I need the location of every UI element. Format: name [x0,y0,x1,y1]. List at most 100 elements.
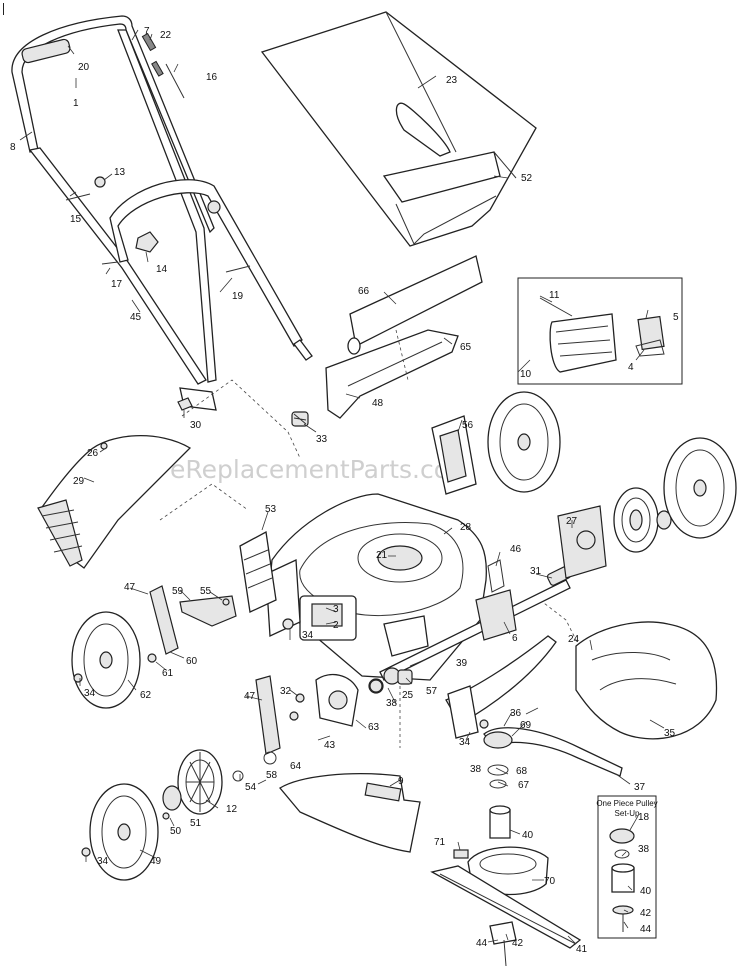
callout-42: 42 [512,938,524,949]
callout-38b: 38 [470,764,482,775]
callout-36: 36 [510,708,522,719]
callout-67: 67 [518,780,530,791]
callout-34-deck: 34 [302,630,314,641]
rear-deflector [325,255,483,419]
belt-and-pulley [483,727,623,839]
drive-axle [368,559,572,694]
callout-69: 69 [520,720,532,731]
handle-hardware [65,32,251,411]
callout-19: 19 [232,291,244,302]
callout-35: 35 [664,728,676,739]
callout-20: 20 [78,62,90,73]
grass-catcher-bag [260,11,537,247]
mower-deck [265,493,488,681]
callout-40: 40 [522,830,534,841]
callout-68: 68 [516,766,528,777]
callout-55: 55 [200,586,212,597]
callout-61: 61 [162,668,174,679]
callout-48: 48 [372,398,384,409]
callout-63: 63 [368,722,380,733]
callout-58: 58 [266,770,278,781]
callout-44-inset: 44 [640,924,652,935]
callout-28: 28 [460,522,472,533]
small-fasteners [147,598,596,820]
pulley-inset-title-line1: One Piece Pulley [596,799,657,808]
callout-46: 46 [510,544,522,555]
callout-3: 3 [333,604,339,615]
callout-47: 47 [124,582,136,593]
callout-24: 24 [568,634,580,645]
callout-29: 29 [73,476,85,487]
callout-10: 10 [520,369,532,380]
callout-7: 7 [144,26,150,37]
callout-49: 49 [150,856,162,867]
callout-34-rear: 34 [97,856,109,867]
callout-40-inset: 40 [640,886,652,897]
callout-59: 59 [172,586,184,597]
callout-51: 51 [190,818,202,829]
callout-17: 17 [111,279,123,290]
callout-52: 52 [521,173,533,184]
callout-39: 39 [456,658,468,669]
callout-22: 22 [160,30,172,41]
callout-64: 64 [290,761,302,772]
callout-12: 12 [226,804,238,815]
callout-62: 62 [140,690,152,701]
right-drive-components [431,391,737,579]
callout-31: 31 [530,566,542,577]
callout-66: 66 [358,286,370,297]
callout-15: 15 [70,214,82,225]
callout-9: 9 [398,776,404,787]
corner-mark [3,3,4,15]
callout-25: 25 [402,690,414,701]
callout-1: 1 [73,98,79,109]
callout-37: 37 [634,782,646,793]
callout-30: 30 [190,420,202,431]
callout-labels: 20 1 8 7 22 16 13 15 14 17 19 45 23 52 6… [10,26,679,955]
callout-16: 16 [206,72,218,83]
callout-53: 53 [265,504,277,515]
callout-14: 14 [156,264,168,275]
rear-flap [37,435,192,569]
callout-47b: 47 [244,691,256,702]
callout-13: 13 [114,167,126,178]
callout-6: 6 [512,633,518,644]
callout-27: 27 [566,516,578,527]
callout-4: 4 [628,362,634,373]
blade-assembly [430,846,582,967]
deck-covers [279,621,718,853]
callout-18-inset: 18 [638,812,650,823]
callout-34-baffle: 34 [459,737,471,748]
leader-lines [19,29,665,945]
pulley-inset-title-line2: Set-Up [615,809,640,818]
inset-box-mulch-plug [517,277,683,385]
height-adjusters [149,530,359,755]
callout-26: 26 [87,448,99,459]
callout-57: 57 [426,686,438,697]
callout-21: 21 [376,550,388,561]
callout-70: 70 [544,876,556,887]
callout-45: 45 [130,312,142,323]
callout-41: 41 [576,944,588,955]
callout-60: 60 [186,656,198,667]
callout-2: 2 [333,620,339,631]
watermark-text: eReplacementParts.com [170,455,473,484]
handle-assembly [11,15,313,411]
callout-8: 8 [10,142,16,153]
callout-43: 43 [324,740,336,751]
callout-38a: 38 [386,698,398,709]
callout-71: 71 [434,837,446,848]
callout-23: 23 [446,75,458,86]
spring-part [291,411,309,427]
callout-65: 65 [460,342,472,353]
callout-50: 50 [170,826,182,837]
callout-54: 54 [245,782,257,793]
callout-44: 44 [476,938,488,949]
callout-11: 11 [549,290,560,301]
callout-56: 56 [462,420,474,431]
handle-grip [21,38,71,64]
left-wheels [71,611,223,881]
callout-38-inset: 38 [638,844,650,855]
